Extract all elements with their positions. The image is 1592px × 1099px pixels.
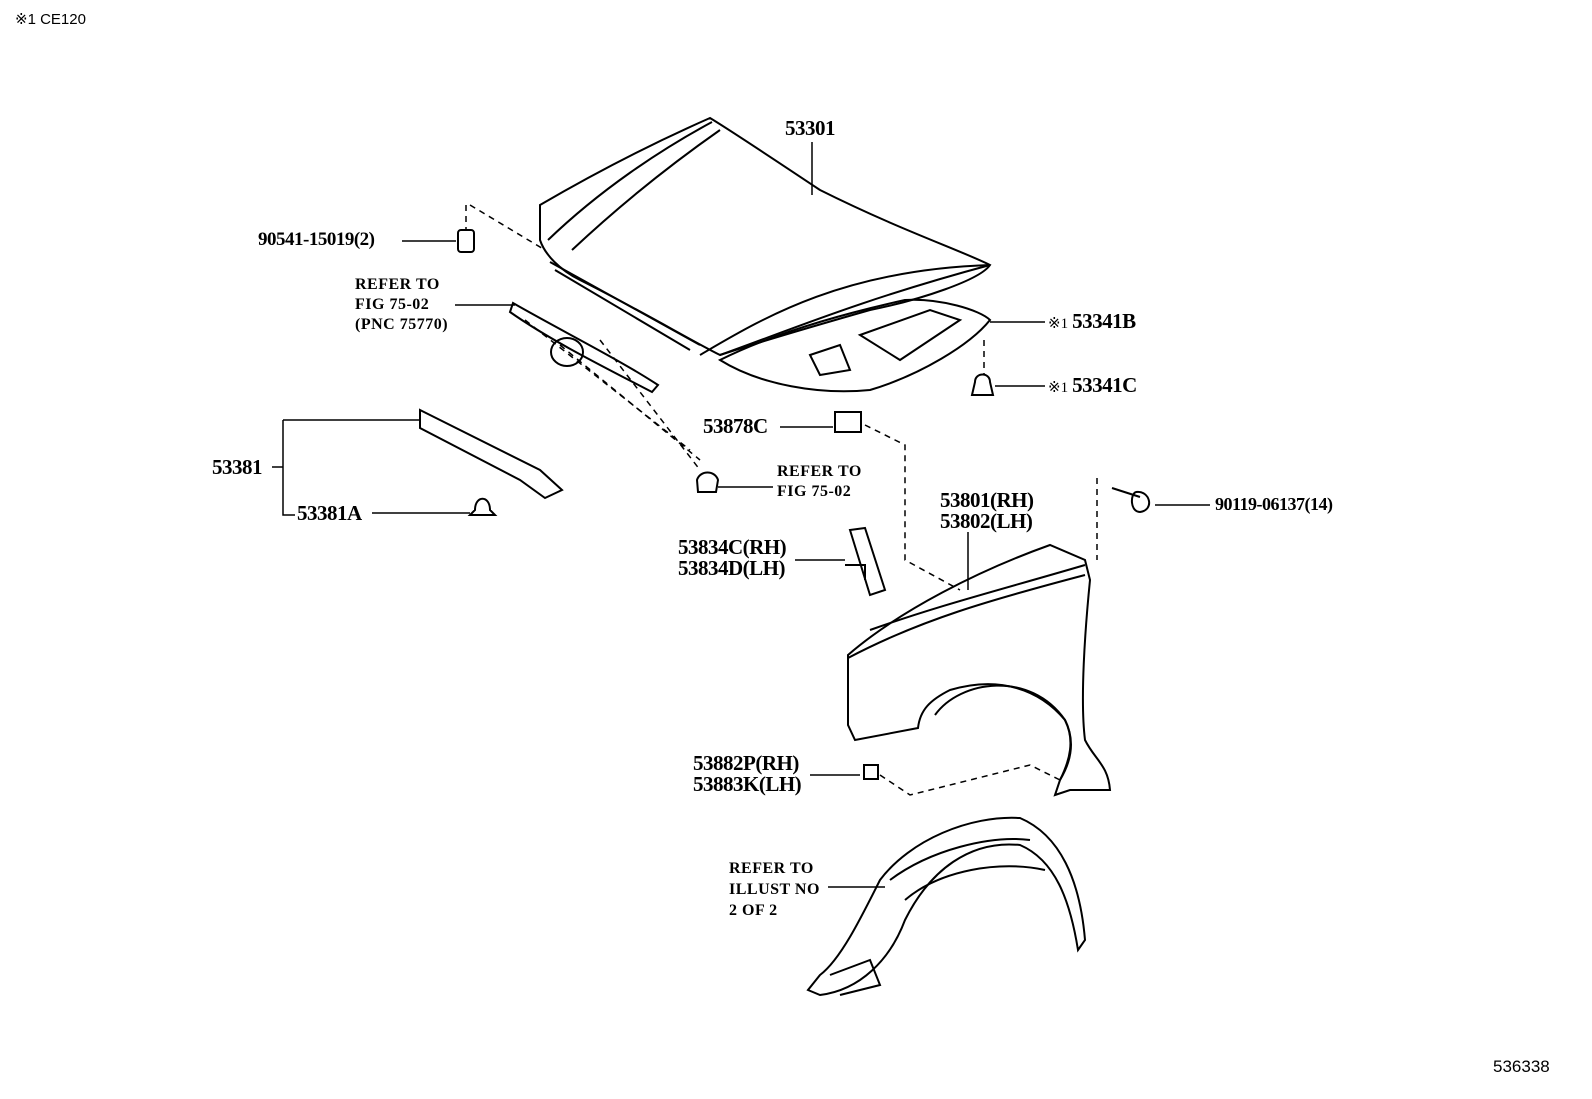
small-parts [419, 229, 1151, 780]
hood-drawing [539, 116, 992, 357]
seal-drawing [419, 408, 564, 500]
applicability-mark: ※1 [1048, 380, 1069, 396]
callout-seal-clip-a[interactable]: 53381A [297, 501, 362, 525]
ref-line: REFER TO [355, 276, 440, 293]
part-number: 53834D(LH) [678, 556, 786, 580]
ref-line: FIG 75-02 [355, 296, 430, 313]
part-number: 53801(RH) [940, 488, 1034, 512]
hood-insulator-drawing [717, 298, 992, 393]
spacer-drawing [863, 764, 879, 780]
fender-liner-drawing [806, 816, 1087, 997]
ref-line: ILLUST NO [729, 881, 820, 898]
grille-drawing [508, 301, 660, 394]
insulator-clip-drawing [970, 373, 995, 396]
part-number: 53341B [1072, 309, 1136, 333]
ref-line: REFER TO [729, 860, 814, 877]
applicability-note: ※1 CE120 [15, 11, 86, 28]
part-number: 53834C(RH) [678, 535, 787, 559]
bolt-drawing [1111, 487, 1151, 514]
hood-cushion-drawing [457, 229, 475, 253]
part-number: 53883K(LH) [693, 772, 802, 796]
emblem-drawing [550, 337, 584, 367]
ref-line: 2 OF 2 [729, 902, 778, 919]
leader-dashes [465, 204, 1098, 796]
ref-line: (PNC 75770) [355, 316, 449, 333]
seal-clip-drawing [834, 411, 862, 433]
ref-line: FIG 75-02 [777, 483, 852, 500]
callout-emblem-ref[interactable]: REFER TO FIG 75-02 [777, 462, 862, 502]
callout-hood[interactable]: 53301 [785, 116, 836, 140]
callout-bolt[interactable]: 90119-06137(14) [1215, 494, 1333, 514]
fender-drawing [847, 543, 1112, 797]
part-number: 53882P(RH) [693, 751, 799, 775]
leader-lines [272, 142, 1210, 888]
callout-insulator-clip[interactable]: ※1 53341C [1048, 375, 1137, 396]
clip-drawing [467, 497, 498, 516]
part-number: 53802(LH) [940, 509, 1033, 533]
part-number: 53341C [1072, 373, 1137, 397]
emblem-clip-drawing [695, 471, 720, 493]
callout-fender-seal[interactable]: 53834C(RH) 53834D(LH) [678, 535, 787, 580]
callout-grille-ref[interactable]: REFER TO FIG 75-02 (PNC 75770) [355, 275, 448, 335]
callout-seal-clip[interactable]: 53878C [703, 414, 768, 438]
callout-fender[interactable]: 53801(RH) 53802(LH) [940, 490, 1034, 532]
callout-insulator[interactable]: ※1 53341B [1048, 311, 1136, 332]
fender-seal-drawing [845, 526, 887, 597]
ref-line: REFER TO [777, 463, 862, 480]
illustration-number: 536338 [1493, 1057, 1550, 1076]
callout-fender-spacer[interactable]: 53882P(RH) 53883K(LH) [693, 751, 802, 796]
callout-hood-cushion[interactable]: 90541-15019(2) [258, 229, 375, 250]
applicability-mark: ※1 [1048, 316, 1069, 332]
callout-seal[interactable]: 53381 [212, 455, 263, 479]
callout-liner-ref[interactable]: REFER TO ILLUST NO 2 OF 2 [729, 858, 820, 921]
